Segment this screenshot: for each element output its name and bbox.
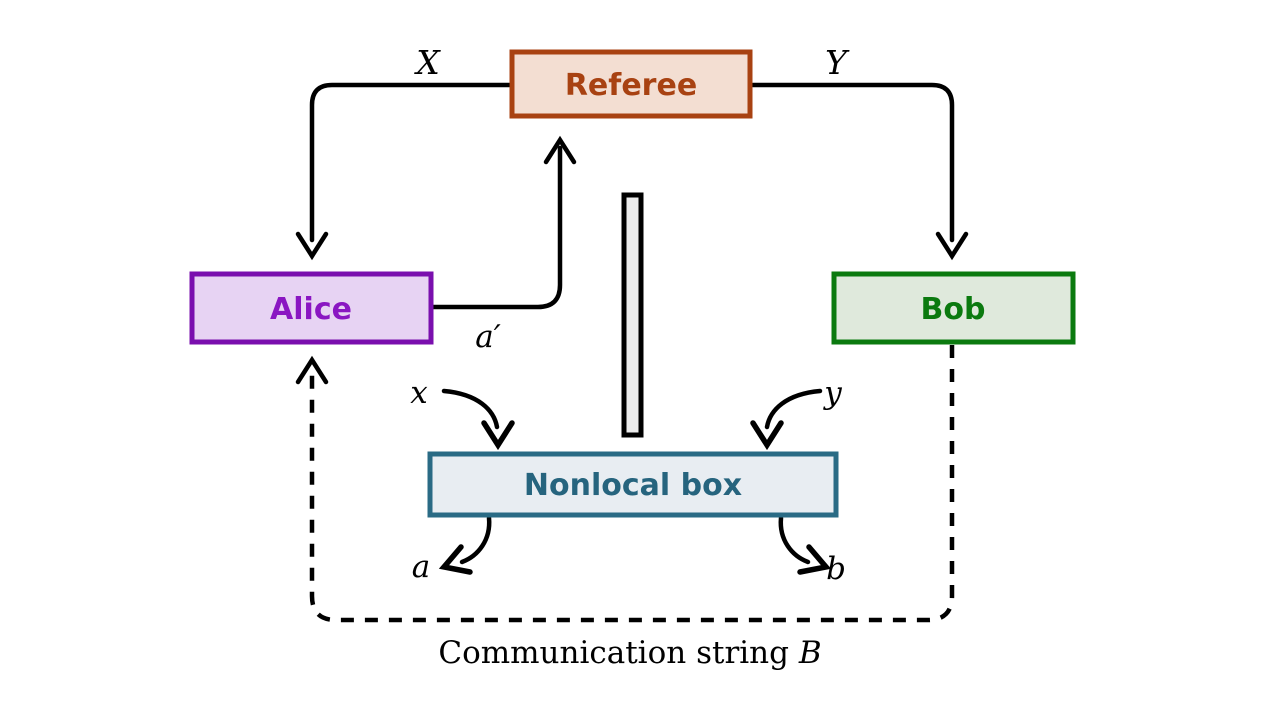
- wire-alice-to-referee: [429, 145, 563, 310]
- arrowhead-output-a: [438, 544, 473, 575]
- wire-input-x: [441, 388, 500, 430]
- wire-referee-to-bob: [750, 82, 955, 243]
- wire-bob-to-alice-dashed: [309, 345, 955, 623]
- wire-output-a: [459, 515, 492, 565]
- arrowhead-into-bob-top: [935, 231, 969, 261]
- caption-communication-string: Communication string B: [438, 635, 821, 671]
- referee-box: [509, 49, 753, 119]
- nonlocal-box: [427, 451, 839, 518]
- referee-label: Referee: [565, 68, 697, 103]
- barrier: [621, 192, 644, 438]
- label-a: a: [412, 549, 430, 585]
- caption-text: Communication string: [438, 635, 798, 671]
- alice-box: [189, 271, 434, 345]
- bob-label: Bob: [921, 292, 986, 327]
- wire-output-b: [778, 515, 811, 565]
- arrowhead-output-b: [797, 544, 832, 575]
- alice-label: Alice: [270, 292, 352, 327]
- label-X: X: [413, 43, 441, 82]
- nonlocal-box-label: Nonlocal box: [524, 468, 742, 503]
- wire-referee-to-alice: [309, 82, 512, 243]
- arrowhead-input-x: [481, 420, 515, 451]
- label-y: y: [822, 375, 842, 411]
- wire-input-y: [764, 388, 823, 430]
- bob-box: [831, 271, 1076, 345]
- label-a-prime: a′: [475, 319, 501, 355]
- arrowhead-input-y: [750, 420, 784, 451]
- caption-variable-B: B: [798, 635, 822, 671]
- label-Y: Y: [825, 43, 850, 82]
- arrowhead-into-referee-bottom: [543, 135, 577, 165]
- label-x: x: [410, 375, 428, 411]
- arrowhead-into-alice-top: [295, 231, 329, 261]
- arrowhead-into-alice-bottom: [295, 355, 329, 385]
- label-b: b: [826, 551, 846, 587]
